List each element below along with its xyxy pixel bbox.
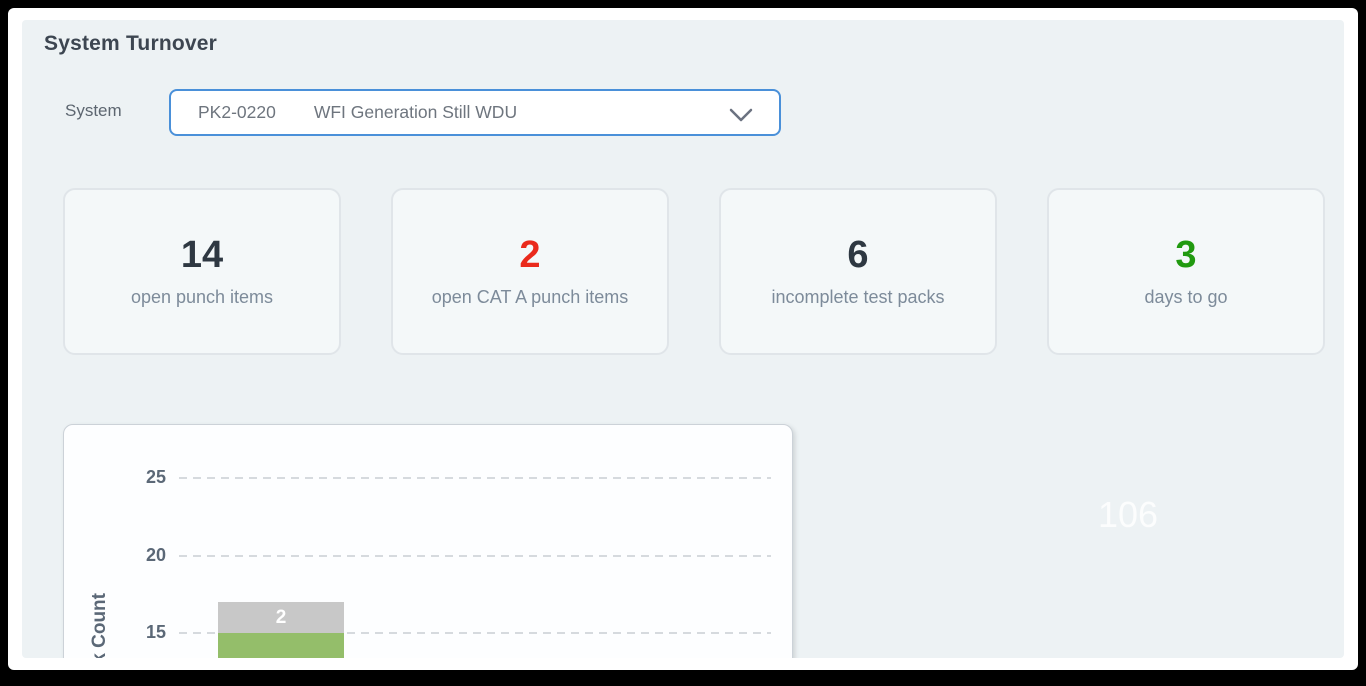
kpi-label: days to go [1144, 286, 1228, 307]
selected-system-code: PK2-0220 [198, 102, 276, 122]
kpi-value: 6 [847, 234, 869, 277]
system-select-dropdown[interactable]: PK2-0220 WFI Generation Still WDU [169, 89, 781, 136]
bar-segment-upper-segment: 2 [218, 602, 344, 633]
kpi-label: open CAT A punch items [431, 286, 629, 307]
kpi-value: 2 [519, 234, 541, 277]
kpi-label: open punch items [130, 286, 274, 307]
kpi-value: 3 [1175, 234, 1197, 277]
system-select-label: System [65, 101, 122, 120]
y-tick-label: 25 [145, 467, 166, 488]
kpi-card-open-punch-items: 14 open punch items [63, 188, 341, 355]
kpi-cards-row: 14 open punch items 2 open CAT A punch i… [63, 188, 1325, 355]
system-turnover-panel: System Turnover System PK2-0220 WFI Gene… [22, 20, 1344, 658]
y-tick-label: 20 [145, 544, 166, 565]
selected-system-name: WFI Generation Still WDU [313, 102, 518, 122]
y-axis-label: Test Pack Count [89, 593, 236, 658]
faint-watermark: 106 [1098, 494, 1159, 535]
gridline [179, 477, 771, 479]
page-title: System Turnover [44, 32, 217, 55]
gridline [179, 632, 771, 634]
gridline [179, 554, 771, 557]
kpi-card-days-to-go: 3 days to go [1047, 188, 1325, 355]
test-pack-chart-card: Test Pack Count 25 20 15 2 [63, 424, 793, 658]
kpi-card-incomplete-test-packs: 6 incomplete test packs [719, 188, 997, 355]
kpi-card-open-cat-a-punch-items: 2 open CAT A punch items [391, 188, 669, 355]
bar-data-label: 2 [275, 606, 287, 628]
kpi-label: incomplete test packs [771, 286, 945, 307]
chevron-down-icon[interactable] [729, 108, 753, 127]
chart-plot: Test Pack Count 25 20 15 2 [64, 425, 792, 658]
bar-segment-lower-segment [218, 633, 344, 658]
y-tick-label: 15 [145, 622, 166, 643]
kpi-value: 14 [180, 234, 224, 277]
